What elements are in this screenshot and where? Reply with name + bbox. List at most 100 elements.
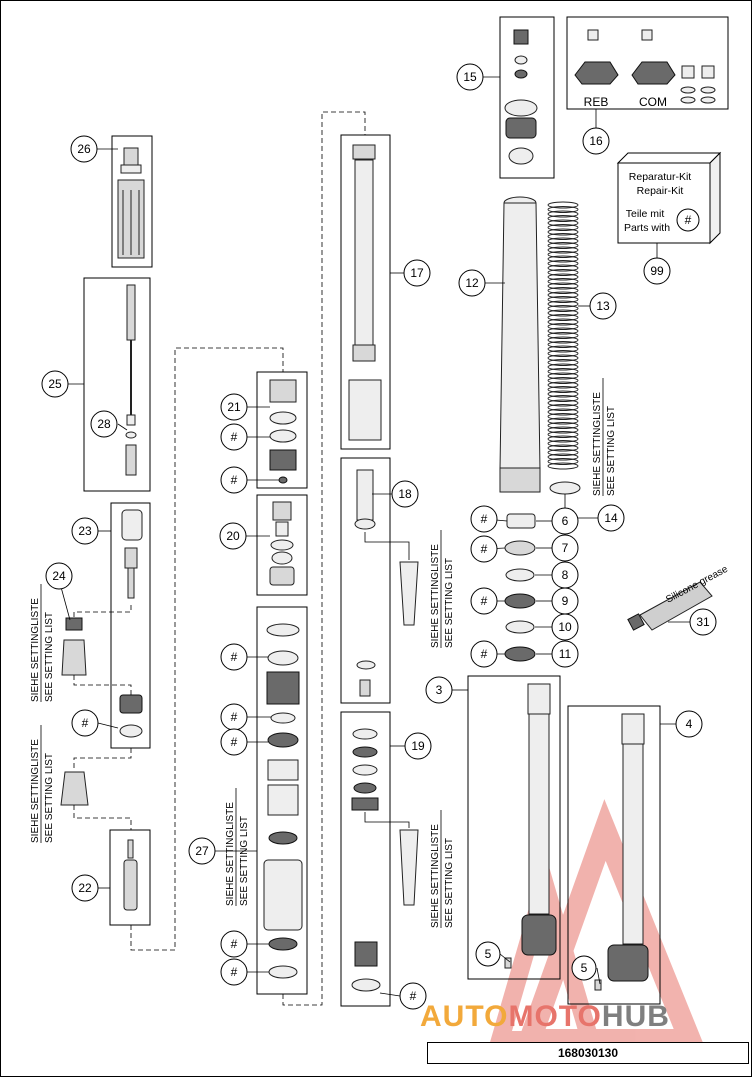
svg-text:8: 8 [562,568,569,582]
frame-23 [110,502,151,749]
callout-21: 21 [220,393,248,421]
spring-coil [547,431,579,438]
setting-note-en: SEE SETTING LIST [44,612,55,702]
svg-text:5: 5 [581,961,588,975]
svg-text:#: # [231,710,238,724]
svg-text:#: # [481,594,488,608]
svg-text:27: 27 [195,844,209,858]
spring-coil [547,314,579,321]
parts-6-11-drawing [504,513,536,662]
svg-text:7: 7 [562,541,569,555]
svg-text:#: # [82,716,89,730]
document-number: 168030130 [427,1042,749,1064]
callout-4: 4 [675,710,703,738]
setting-note-19: SIEHE SETTINGLISTE SEE SETTING LIST [430,810,455,928]
misc-leaders [60,76,601,997]
setting-note-de: SIEHE SETTINGLISTE [430,824,441,928]
spring-coil [547,390,579,398]
svg-text:18: 18 [398,487,412,501]
svg-text:25: 25 [48,377,62,391]
setting-note-lower: SIEHE SETTINGLISTE SEE SETTING LIST [30,725,55,843]
callout-hash-27b: # [220,703,248,731]
svg-text:31: 31 [696,615,710,629]
svg-text:#: # [231,937,238,951]
callout-20: 20 [219,522,247,550]
callout-5b: 5 [571,955,597,981]
setting-note-en: SEE SETTING LIST [606,406,617,496]
frame-26 [111,135,153,268]
spring-coil [547,282,579,290]
frame-27 [256,606,308,995]
spring-coil [547,359,579,366]
setting-note-18: SIEHE SETTINGLISTE SEE SETTING LIST [430,530,455,648]
frame-21 [256,371,308,489]
frame-15 [499,16,555,179]
callout-hash-21b: # [220,466,248,494]
svg-text:24: 24 [52,569,66,583]
compression-label: COM [639,95,667,109]
callout-hash-27d: # [220,930,248,958]
spring-coil [547,246,579,254]
callout-5a: 5 [475,941,501,967]
spring-coil [547,318,579,326]
svg-text:28: 28 [97,417,111,431]
svg-text:#: # [231,735,238,749]
spring-coil [547,395,579,402]
callout-18: 18 [391,480,419,508]
spring-coil [547,462,579,470]
spring-coil [547,264,579,272]
spring-coil [547,210,579,218]
connector-dash-2 [73,805,132,830]
part-15-drawing [504,29,538,165]
spring-coil [547,309,579,317]
svg-text:21: 21 [227,400,241,414]
frame-16 [566,16,729,110]
frame-3 [467,675,561,980]
setting-note-de: SIEHE SETTINGLISTE [592,392,603,496]
callout-25: 25 [41,370,69,398]
spring-coil [547,224,579,231]
setting-note-en: SEE SETTING LIST [239,816,250,906]
svg-text:15: 15 [463,70,477,84]
callout-hash-19: # [399,982,427,1010]
spring-coil [547,386,579,393]
callout-hash-21a: # [220,423,248,451]
part-26-drawing [117,147,145,259]
repair-kit-title-de: Reparatur-Kit [629,171,692,183]
spring-coil [547,435,579,443]
part-31-grease-tube [627,581,713,631]
spring-coil [547,269,579,276]
spring-coil [547,296,579,303]
svg-text:10: 10 [558,620,572,634]
callouts: 26 25 28 23 24 # 22 21 # # 20 # # # 27 #… [41,63,717,1010]
spring-coil [547,341,579,348]
spring-coil [547,287,579,294]
spring-coil [547,368,579,375]
svg-text:26: 26 [77,142,91,156]
spring-coil [547,219,579,227]
spring-coil [547,332,579,339]
callout-19: 19 [404,732,432,760]
callout-15: 15 [456,63,484,91]
spring-coil [547,377,579,384]
svg-text:99: 99 [650,264,664,278]
part-12-drawing [499,196,541,493]
part-21-drawing [269,379,297,484]
spring-coil [547,381,579,389]
spring-coil [547,305,579,312]
svg-text:#: # [481,512,488,526]
repair-kit-title-en: Repair-Kit [637,185,684,197]
spring-coil [547,255,579,263]
callout-9: 9 [551,587,579,615]
spring-coil [547,336,579,344]
spring-coil [547,440,579,447]
setting-note-27: SIEHE SETTINGLISTE SEE SETTING LIST [225,788,250,906]
callout-hash-11: # [470,640,498,668]
spring-coil [547,458,579,465]
part-24-drawing [61,617,87,676]
callout-27: 27 [188,837,216,865]
part-20-drawing [269,501,295,586]
svg-text:#: # [481,647,488,661]
connector-dash-4 [73,605,132,618]
